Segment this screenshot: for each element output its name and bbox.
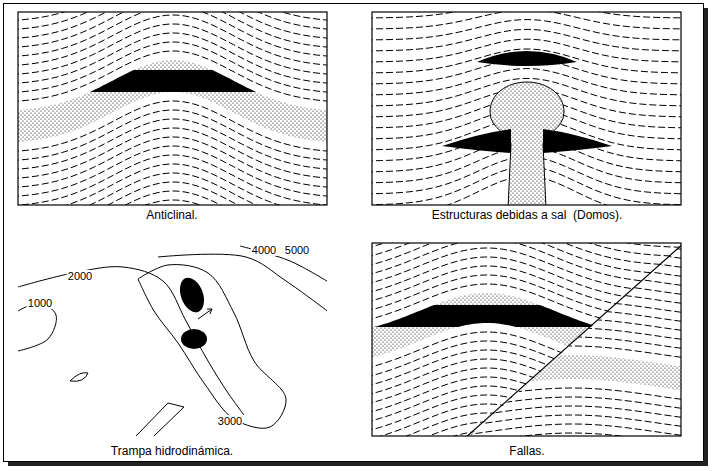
panel-caption: Trampa hidrodinámica. (111, 445, 233, 458)
shale-layer (12, 164, 333, 215)
shale-layer (12, 0, 333, 21)
shale-layer (366, 239, 687, 283)
contour-line (18, 303, 56, 351)
flow-arrow (198, 309, 212, 319)
shale-layer (12, 0, 333, 48)
panel-content (366, 0, 687, 216)
outer-frame (4, 4, 704, 462)
oil (442, 129, 511, 153)
shale-layer (12, 155, 333, 206)
shale-layer (12, 0, 333, 30)
oil (176, 274, 209, 315)
shale-layer (366, 238, 687, 257)
shale-layer (12, 173, 333, 224)
contour-value: 3000 (217, 415, 243, 427)
shale-layer (366, 431, 687, 471)
shale-layer (12, 137, 333, 188)
shale-layer (366, 29, 687, 50)
sand-layer (366, 355, 687, 398)
panel (366, 185, 687, 471)
contour-value: 2000 (67, 270, 93, 282)
shale-layer (366, 220, 687, 239)
oil-zone (372, 305, 681, 327)
shale-layer (366, 388, 687, 407)
oil (181, 329, 207, 349)
shale-layer (366, 248, 687, 292)
shale-layer (366, 328, 687, 347)
shale-layer (366, 424, 687, 443)
oil (543, 129, 612, 153)
shale-layer (12, 0, 333, 12)
shale-layer (366, 442, 687, 461)
shale-layer (366, 265, 687, 284)
shale-layer (12, 191, 333, 242)
panel-caption: Fallas. (509, 445, 544, 458)
shale-layer (366, 185, 687, 229)
shale-layer (12, 0, 333, 39)
shale-layer (366, 230, 687, 274)
shale-layer (366, 404, 687, 448)
panel-content (12, 0, 333, 251)
shale-layer (366, 284, 687, 328)
shale-layer (366, 337, 687, 356)
contour-line (138, 265, 286, 429)
shale-layer (366, 49, 687, 73)
panel-frame (372, 243, 681, 436)
shale-layer (12, 146, 333, 197)
shale-layer (366, 283, 687, 302)
oil (18, 70, 327, 92)
contour-value: 4000 (251, 244, 277, 256)
shale-layer (366, 310, 687, 329)
panel-frame (18, 12, 327, 205)
sand-layer (12, 60, 333, 143)
shale-layer (366, 247, 687, 266)
shale-layer (366, 415, 687, 434)
shale-layer (366, 0, 687, 18)
shale-layer (366, 301, 687, 320)
contour-value: 1000 (27, 297, 53, 309)
panel-frame (372, 12, 681, 205)
panel-caption: Estructuras debidas a sal (Domos). (432, 209, 623, 222)
oil (477, 51, 577, 66)
oil-zone (18, 70, 327, 92)
panel (12, 0, 333, 251)
shale-layer (366, 257, 687, 301)
shale-layer (366, 292, 687, 311)
fault-line (464, 243, 684, 439)
map-feature (136, 403, 184, 436)
panel (18, 246, 330, 436)
shale-layer (366, 256, 687, 275)
shale-layer (366, 203, 687, 247)
panel-caption: Anticlinal. (146, 209, 197, 222)
panel (366, 0, 687, 216)
panel-content (366, 185, 687, 471)
shale-layer (366, 194, 687, 238)
shale-layer (366, 397, 687, 416)
shale-layer (366, 229, 687, 248)
shale-layer (366, 406, 687, 425)
shale-layer (12, 128, 333, 179)
shale-layer (12, 182, 333, 233)
contour-value: 5000 (284, 244, 310, 256)
oil (372, 305, 681, 327)
foot-block (366, 211, 687, 471)
shale-layer (366, 319, 687, 338)
contour-line (70, 373, 88, 382)
shale-layer (366, 469, 687, 471)
shale-layer (366, 422, 687, 466)
shale-layer (12, 0, 333, 3)
sand-layer (366, 293, 687, 367)
hanging-block (366, 185, 687, 471)
panel-content (18, 246, 330, 436)
contour-line (18, 267, 244, 415)
shale-layer (366, 460, 687, 471)
